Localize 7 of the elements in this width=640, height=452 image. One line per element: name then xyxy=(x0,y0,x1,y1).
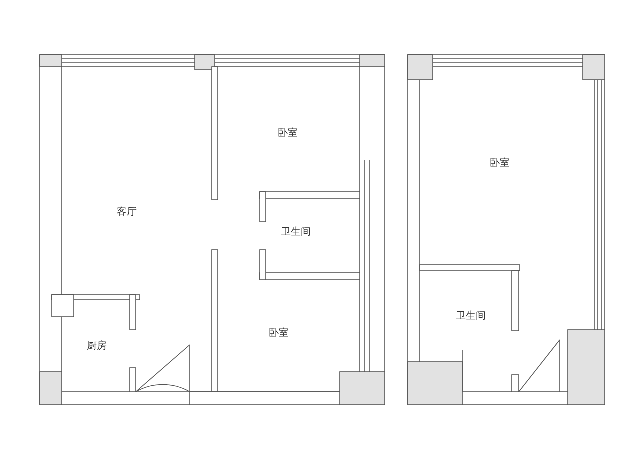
room-label: 卧室 xyxy=(269,326,289,340)
room-label: 卧室 xyxy=(490,156,510,170)
room-label: 卧室 xyxy=(278,126,298,140)
room-label: 卫生间 xyxy=(281,226,311,239)
room-label: 卫生间 xyxy=(456,310,486,323)
room-label: 客厅 xyxy=(117,206,137,219)
room-label: 厨房 xyxy=(87,340,107,353)
